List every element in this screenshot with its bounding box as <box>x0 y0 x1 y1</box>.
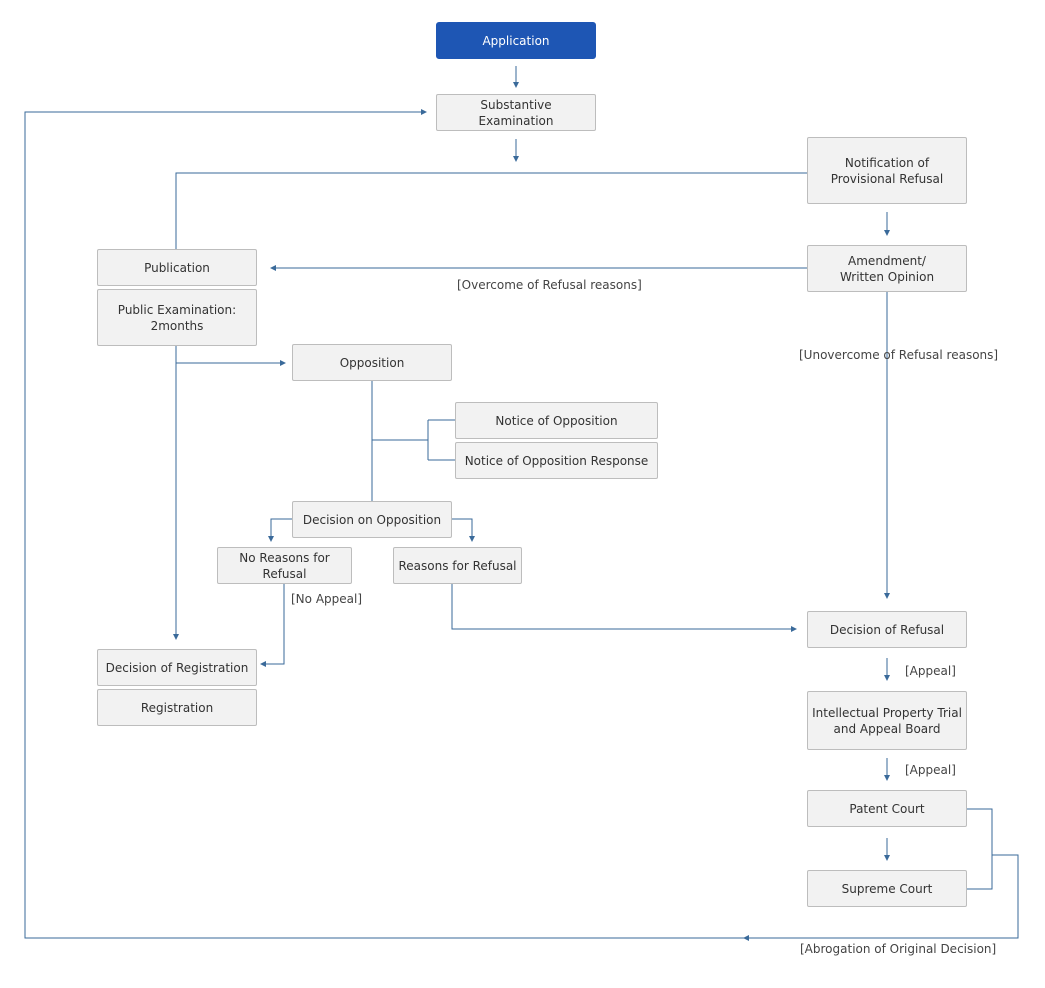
supreme-court-node: Supreme Court <box>807 870 967 907</box>
notice-of-opposition-node: Notice of Opposition <box>455 402 658 439</box>
edge-decision-to-reasons <box>452 518 475 542</box>
edge-bracket-out <box>743 854 1019 941</box>
no-reasons-for-refusal-node: No Reasons for Refusal <box>217 547 352 584</box>
abrogation-label: [Abrogation of Original Decision] <box>800 942 997 956</box>
unovercome-refusal-label: [Unovercome of Refusal reasons] <box>799 348 999 362</box>
reasons-for-refusal-node: Reasons for Refusal <box>393 547 522 584</box>
edge-return-to-examination <box>24 109 744 939</box>
application-node: Application <box>436 22 596 59</box>
publication-node: Publication <box>97 249 257 286</box>
opposition-node: Opposition <box>292 344 452 381</box>
decision-of-refusal-node: Decision of Refusal <box>807 611 967 648</box>
overcome-refusal-label: [Overcome of Refusal reasons] <box>457 278 642 292</box>
appeal-label-1: [Appeal] <box>905 664 956 678</box>
amendment-written-opinion-node: Amendment/ Written Opinion <box>807 245 967 292</box>
public-examination-node: Public Examination: 2months <box>97 289 257 346</box>
appeal-label-2: [Appeal] <box>905 763 956 777</box>
no-appeal-label: [No Appeal] <box>291 592 363 606</box>
notice-of-opposition-response-node: Notice of Opposition Response <box>455 442 658 479</box>
notification-provisional-refusal-node: Notification of Provisional Refusal <box>807 137 967 204</box>
edge-patent-bracket <box>967 808 993 890</box>
decision-of-registration-node: Decision of Registration <box>97 649 257 686</box>
edge-reasons-to-decision-of-refusal <box>451 584 797 632</box>
edge-notification-to-publication <box>175 172 807 249</box>
substantive-examination-node: Substantive Examination <box>436 94 596 131</box>
edge-no-reasons-to-registration <box>260 584 285 667</box>
patent-court-node: Patent Court <box>807 790 967 827</box>
edge-decision-to-no-reasons <box>268 518 292 542</box>
ip-trial-appeal-board-node: Intellectual Property Trial and Appeal B… <box>807 691 967 750</box>
registration-node: Registration <box>97 689 257 726</box>
decision-on-opposition-node: Decision on Opposition <box>292 501 452 538</box>
